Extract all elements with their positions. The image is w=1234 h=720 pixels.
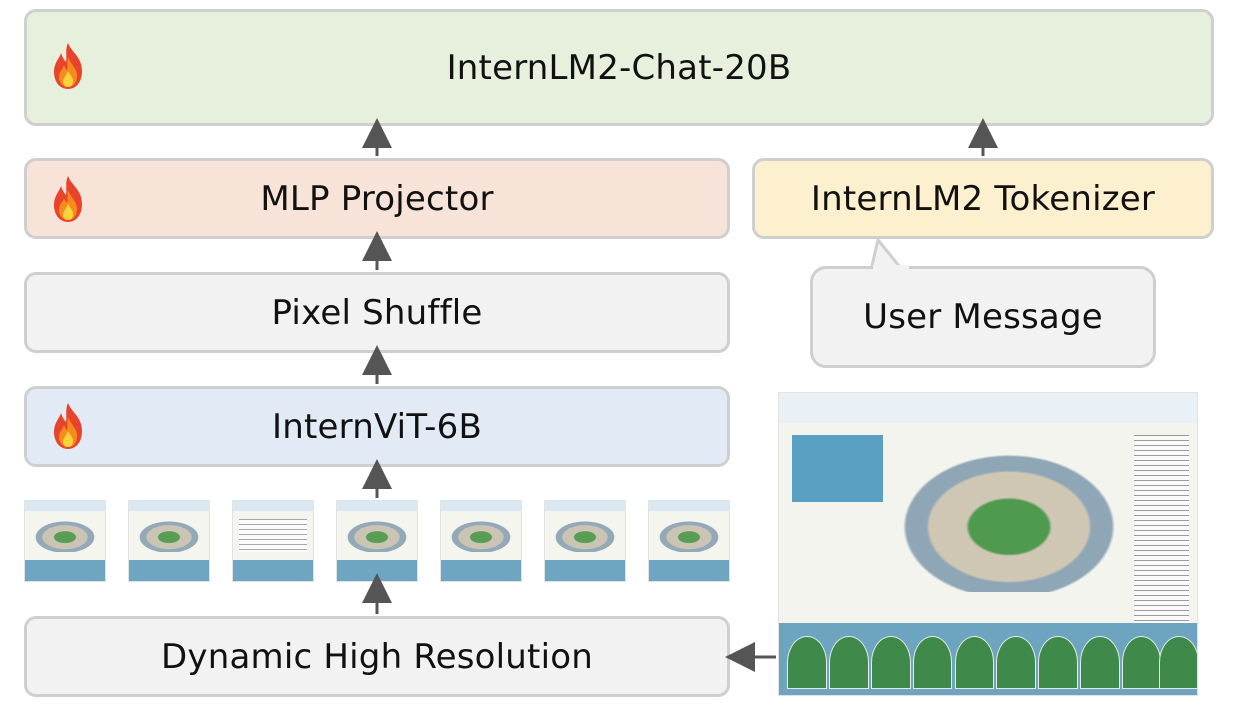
mlp-projector-label: MLP Projector	[260, 178, 494, 219]
vit-label: InternViT-6B	[272, 406, 482, 447]
user-message-label: User Message	[863, 297, 1103, 337]
tokenizer-label: InternLM2 Tokenizer	[810, 178, 1156, 219]
fire-icon	[54, 176, 82, 222]
speech-bubble-tail-cover	[873, 265, 909, 271]
mlp-projector-block: MLP Projector	[24, 158, 730, 239]
pixel-shuffle-block: Pixel Shuffle	[24, 272, 730, 353]
fire-icon	[54, 403, 82, 449]
tokenizer-block: InternLM2 Tokenizer	[752, 158, 1214, 239]
image-tile	[648, 500, 730, 582]
user-message-bubble: User Message	[810, 266, 1156, 368]
dynamic-high-resolution-block: Dynamic High Resolution	[24, 616, 730, 697]
dynamic-high-resolution-label: Dynamic High Resolution	[161, 636, 593, 677]
llm-block: InternLM2-Chat-20B	[24, 9, 1214, 126]
image-tile	[440, 500, 522, 582]
llm-label: InternLM2-Chat-20B	[446, 47, 792, 88]
image-tile	[232, 500, 314, 582]
image-tile	[128, 500, 210, 582]
input-image	[778, 392, 1198, 696]
fire-icon	[54, 43, 82, 89]
pixel-shuffle-label: Pixel Shuffle	[271, 292, 483, 333]
image-tile	[544, 500, 626, 582]
vit-block: InternViT-6B	[24, 386, 730, 467]
image-tile	[336, 500, 418, 582]
image-tile	[24, 500, 106, 582]
